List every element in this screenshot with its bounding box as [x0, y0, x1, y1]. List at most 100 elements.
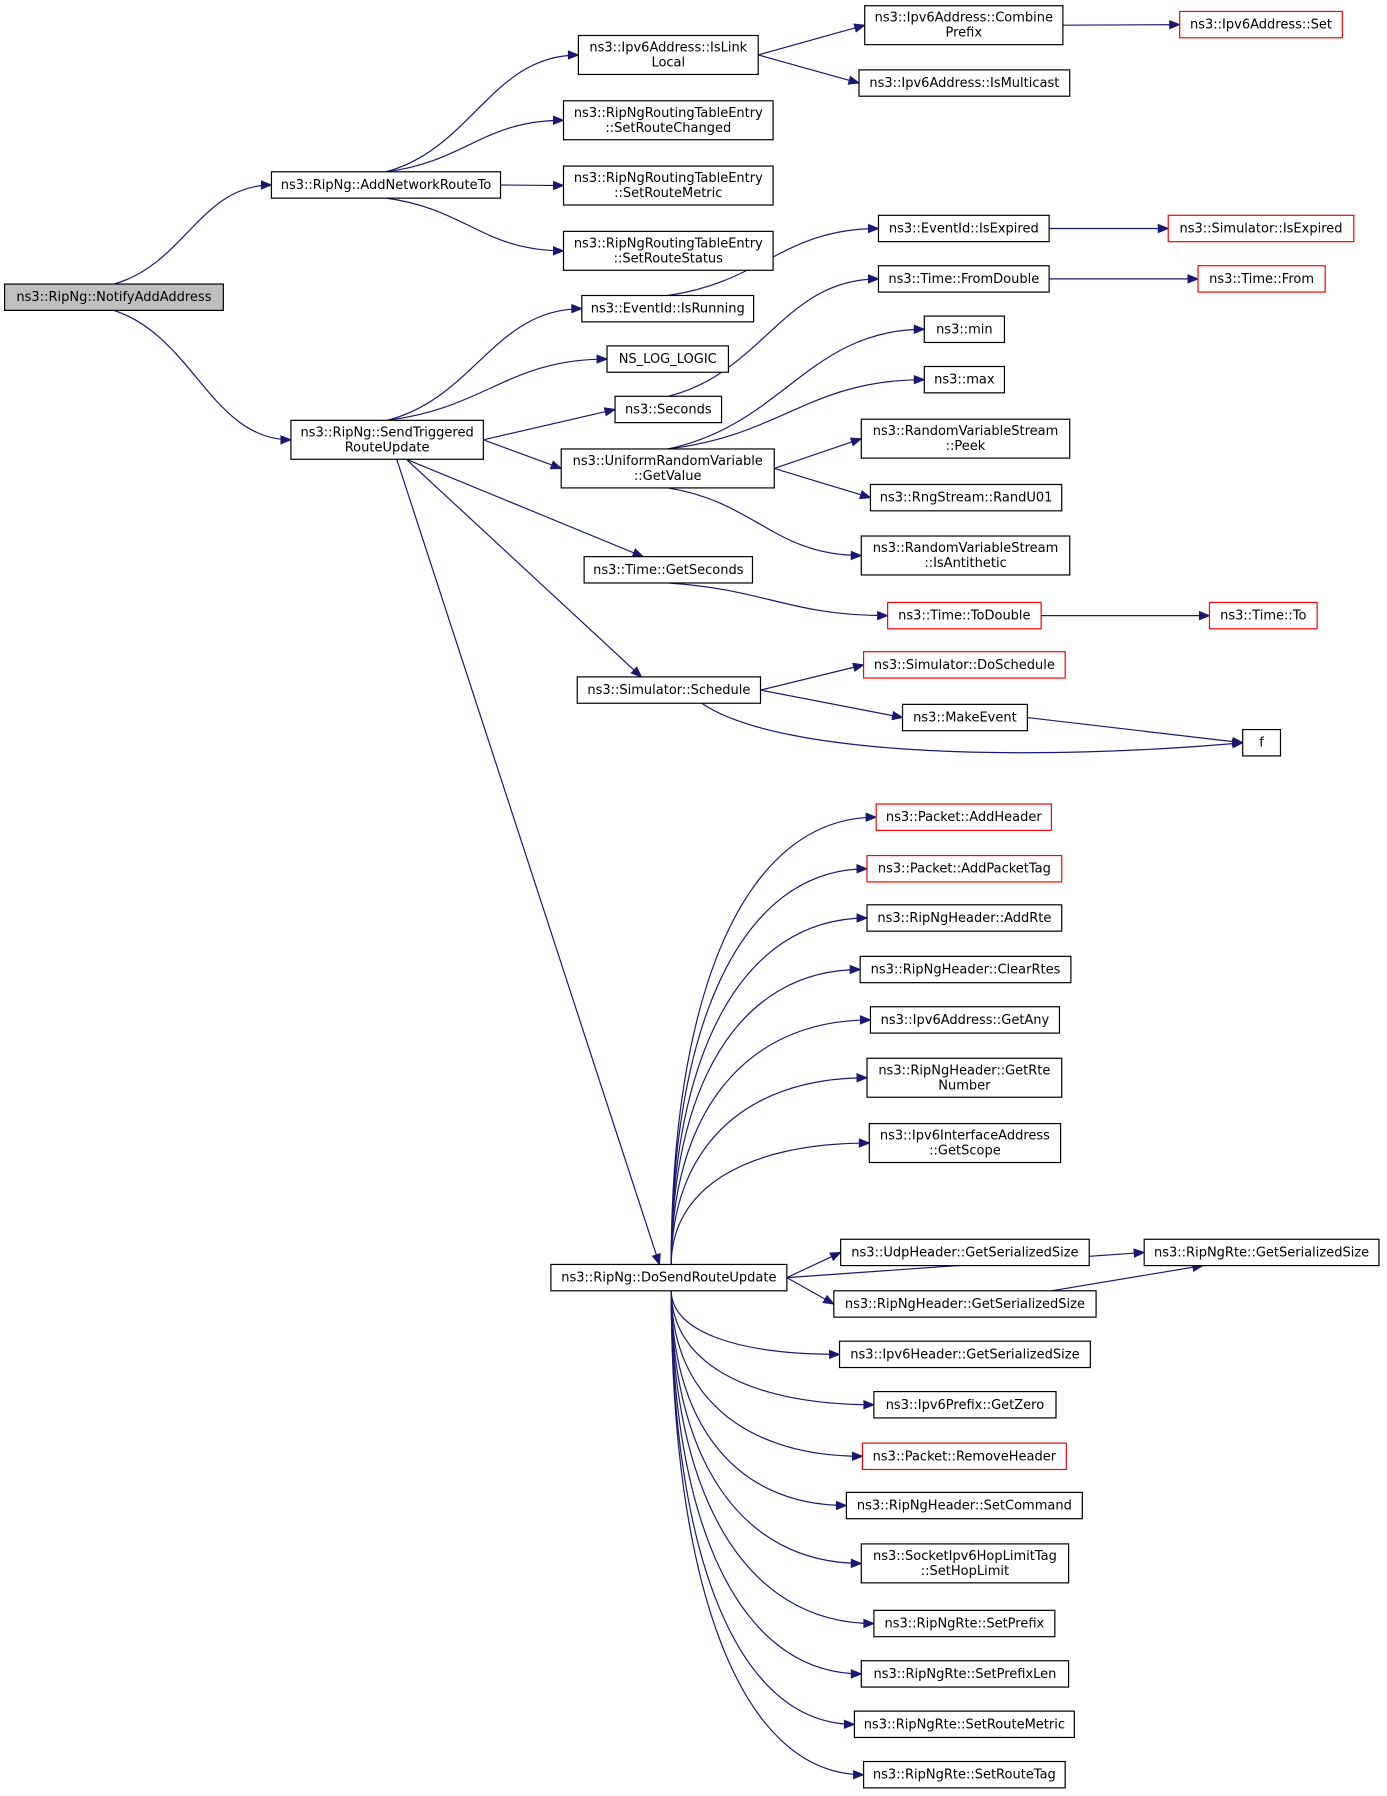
node-box — [1143, 1238, 1380, 1267]
edge-line — [113, 309, 291, 441]
node-box — [860, 418, 1071, 459]
node-notify[interactable]: ns3::RipNg::NotifyAddAddress — [3, 283, 224, 311]
edge-addnet-to-islinklocal — [385, 50, 580, 173]
node-box — [866, 854, 1063, 883]
arrowhead — [877, 610, 889, 621]
edge-sendtrig-to-seconds — [483, 407, 617, 441]
edge-dosendroute-to-setcommand — [670, 1290, 848, 1511]
node-setroutechanged[interactable]: ns3::RipNgRoutingTableEntry::SetRouteCha… — [562, 100, 774, 141]
node-box — [833, 1290, 1097, 1318]
edge-dosendroute-to-ipv6headser — [670, 1290, 841, 1360]
node-nsmin[interactable]: ns3::min — [923, 315, 1006, 344]
edge-line — [670, 1290, 862, 1564]
node-sethoplimit[interactable]: ns3::SocketIpv6HopLimitTag::SetHopLimit — [860, 1543, 1070, 1584]
node-removeheader[interactable]: ns3::Packet::RemoveHeader — [861, 1442, 1067, 1471]
node-addpackettag[interactable]: ns3::Packet::AddPacketTag — [866, 854, 1063, 883]
edge-sendtrig-to-nslog — [387, 354, 609, 421]
edge-sendtrig-to-urvgetvalue — [483, 439, 563, 470]
edge-line — [385, 119, 564, 173]
node-timefrom[interactable]: ns3::Time::From — [1197, 265, 1326, 293]
node-label: RouteUpdate — [345, 440, 430, 455]
node-label: ns3::RandomVariableStream — [873, 541, 1059, 556]
node-setprefixlen[interactable]: ns3::RipNgRte::SetPrefixLen — [860, 1660, 1070, 1688]
node-simschedule[interactable]: ns3::Simulator::Schedule — [576, 676, 762, 704]
node-urvgetvalue[interactable]: ns3::UniformRandomVariable::GetValue — [560, 448, 775, 489]
node-setcommand[interactable]: ns3::RipNgHeader::SetCommand — [845, 1491, 1083, 1520]
node-box — [859, 955, 1072, 984]
edge-dosendroute-to-removeheader — [670, 1290, 864, 1462]
edge-urvgetvalue-to-randu01 — [774, 467, 872, 500]
node-addheader[interactable]: ns3::Packet::AddHeader — [875, 803, 1053, 831]
arrowhead — [280, 435, 293, 445]
edge-line — [667, 328, 925, 450]
node-timeto[interactable]: ns3::Time::To — [1208, 601, 1318, 630]
node-nslog[interactable]: NS_LOG_LOGIC — [606, 345, 730, 373]
arrowhead — [850, 550, 863, 561]
node-timetodouble[interactable]: ns3::Time::ToDouble — [887, 601, 1042, 630]
node-rterser[interactable]: ns3::RipNgRte::GetSerializedSize — [1143, 1238, 1380, 1267]
node-timefromdouble[interactable]: ns3::Time::FromDouble — [877, 265, 1050, 293]
edge-line — [113, 184, 272, 285]
node-addnet[interactable]: ns3::RipNg::AddNetworkRouteTo — [270, 171, 502, 199]
node-box — [583, 556, 754, 584]
node-getscope[interactable]: ns3::Ipv6InterfaceAddress::GetScope — [868, 1122, 1062, 1164]
node-label: ns3::Seconds — [625, 402, 712, 417]
arrowhead — [852, 662, 865, 672]
arrowhead — [867, 223, 880, 234]
node-dosendroute[interactable]: ns3::RipNg::DoSendRouteUpdate — [550, 1263, 788, 1292]
edge-line — [667, 487, 862, 557]
node-label: ns3::Time::FromDouble — [888, 272, 1039, 287]
edge-timetodouble-to-timeto — [1041, 610, 1211, 621]
node-makeevent[interactable]: ns3::MakeEvent — [901, 703, 1028, 732]
node-clearrtes[interactable]: ns3::RipNgHeader::ClearRtes — [859, 955, 1072, 984]
node-udpser[interactable]: ns3::UdpHeader::GetSerializedSize — [840, 1238, 1090, 1267]
node-label: ns3::UniformRandomVariable — [573, 454, 763, 469]
edge-notify-to-sendtrig — [113, 309, 293, 445]
node-isantithetic[interactable]: ns3::RandomVariableStream::IsAntithetic — [860, 535, 1071, 576]
arrowhead — [1157, 223, 1170, 234]
node-randu01[interactable]: ns3::RngStream::RandU01 — [869, 483, 1063, 512]
node-evisrunning[interactable]: ns3::EventId::IsRunning — [581, 294, 755, 323]
edge-line — [670, 968, 861, 1265]
node-doschedule[interactable]: ns3::Simulator::DoSchedule — [862, 651, 1066, 679]
node-getany[interactable]: ns3::Ipv6Address::GetAny — [869, 1006, 1061, 1034]
node-setroutetag[interactable]: ns3::RipNgRte::SetRouteTag — [862, 1760, 1066, 1789]
arrowhead — [571, 303, 584, 314]
node-rvspeek[interactable]: ns3::RandomVariableStream::Peek — [860, 418, 1071, 459]
node-box — [860, 535, 1071, 576]
node-box — [861, 1442, 1067, 1471]
node-ipv6headser[interactable]: ns3::Ipv6Header::GetSerializedSize — [838, 1340, 1091, 1369]
edge-dosendroute-to-getzero — [670, 1290, 876, 1410]
node-setprefix[interactable]: ns3::RipNgRte::SetPrefix — [873, 1609, 1056, 1638]
node-ipv6set[interactable]: ns3::Ipv6Address::Set — [1179, 10, 1343, 39]
node-label: ns3::Ipv6Header::GetSerializedSize — [850, 1347, 1079, 1362]
node-box — [868, 1122, 1062, 1164]
node-nsmax[interactable]: ns3::max — [923, 365, 1006, 394]
node-simisexpired[interactable]: ns3::Simulator::IsExpired — [1167, 214, 1355, 243]
node-addrte[interactable]: ns3::RipNgHeader::AddRte — [866, 904, 1063, 932]
node-setroutestatus[interactable]: ns3::RipNgRoutingTableEntry::SetRouteSta… — [562, 230, 774, 271]
edge-dosendroute-to-sethoplimit — [670, 1290, 863, 1569]
node-getzero[interactable]: ns3::Ipv6Prefix::GetZero — [873, 1390, 1057, 1419]
edge-line — [670, 1290, 855, 1725]
node-seconds[interactable]: ns3::Seconds — [614, 395, 723, 424]
node-box — [560, 448, 775, 489]
arrowhead — [858, 1138, 871, 1148]
edge-urvgetvalue-to-nsmin — [667, 324, 926, 450]
edge-line — [670, 1142, 870, 1265]
node-rtesetroutemetric[interactable]: ns3::RipNgRte::SetRouteMetric — [853, 1710, 1075, 1739]
edge-dosendroute-to-udpser — [786, 1251, 842, 1279]
node-timegetseconds[interactable]: ns3::Time::GetSeconds — [583, 556, 754, 584]
node-ripngheadser[interactable]: ns3::RipNgHeader::GetSerializedSize — [833, 1290, 1097, 1318]
node-f[interactable]: f — [1242, 728, 1282, 757]
node-evisexpired[interactable]: ns3::EventId::IsExpired — [877, 214, 1050, 243]
node-label: ns3::RipNgRte::SetPrefix — [885, 1617, 1045, 1632]
node-setroutemetric-e[interactable]: ns3::RipNgRoutingTableEntry::SetRouteMet… — [562, 165, 774, 206]
edge-line — [670, 1290, 874, 1406]
edge-line — [670, 1290, 840, 1355]
node-ismulticast[interactable]: ns3::Ipv6Address::IsMulticast — [858, 69, 1071, 97]
